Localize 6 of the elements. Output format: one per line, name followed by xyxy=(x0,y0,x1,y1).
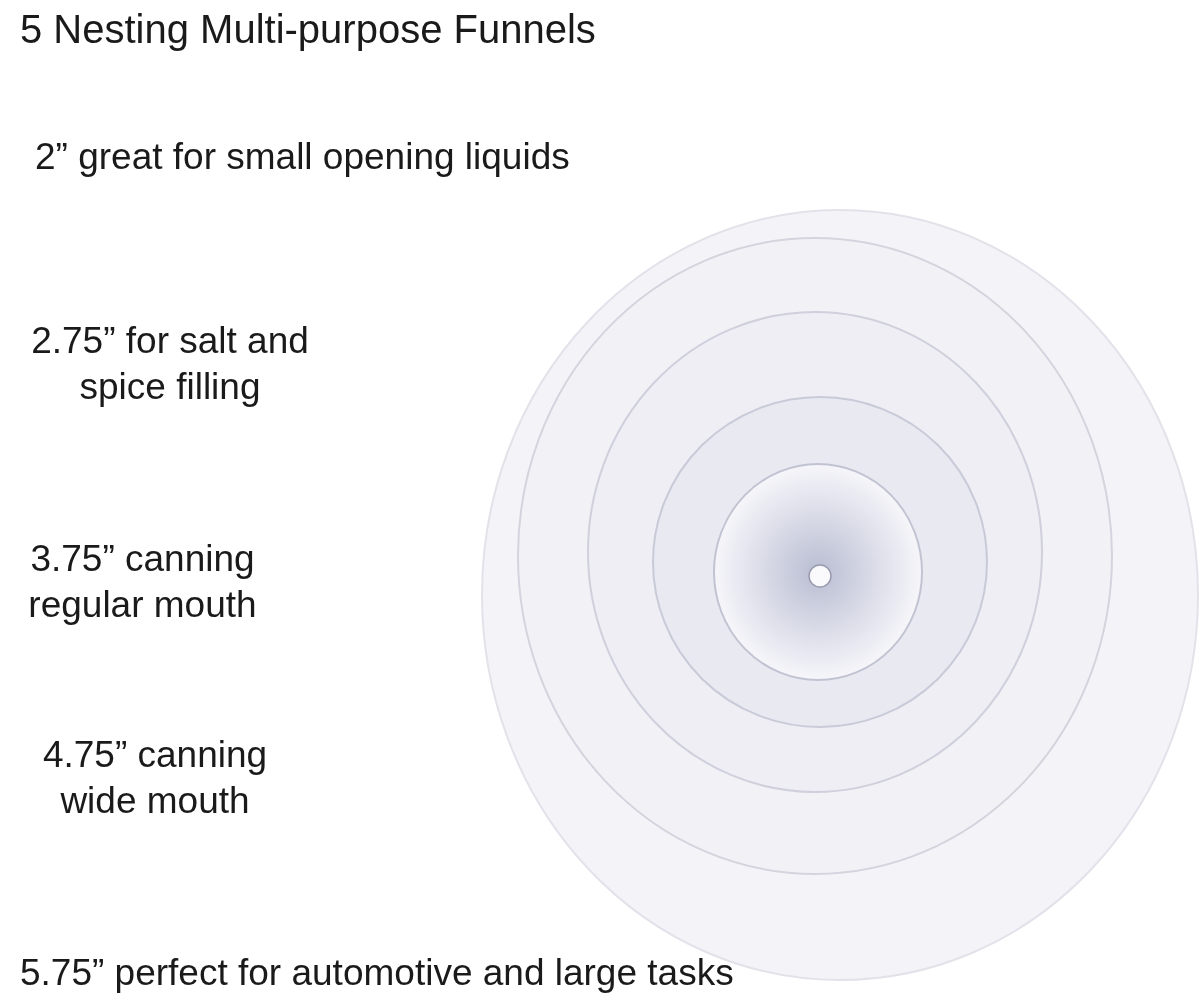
size-description: 4.75” canning wide mouth xyxy=(41,733,269,823)
size-description: 3.75” canning regular mouth xyxy=(27,537,258,627)
size-description: 5.75” perfect for automotive and large tasks xyxy=(20,951,735,995)
size-description: 2.75” for salt and spice filling xyxy=(30,319,310,409)
size-description: 2” great for small opening liquids xyxy=(35,135,571,179)
title: 5 Nesting Multi-purpose Funnels xyxy=(20,6,596,52)
